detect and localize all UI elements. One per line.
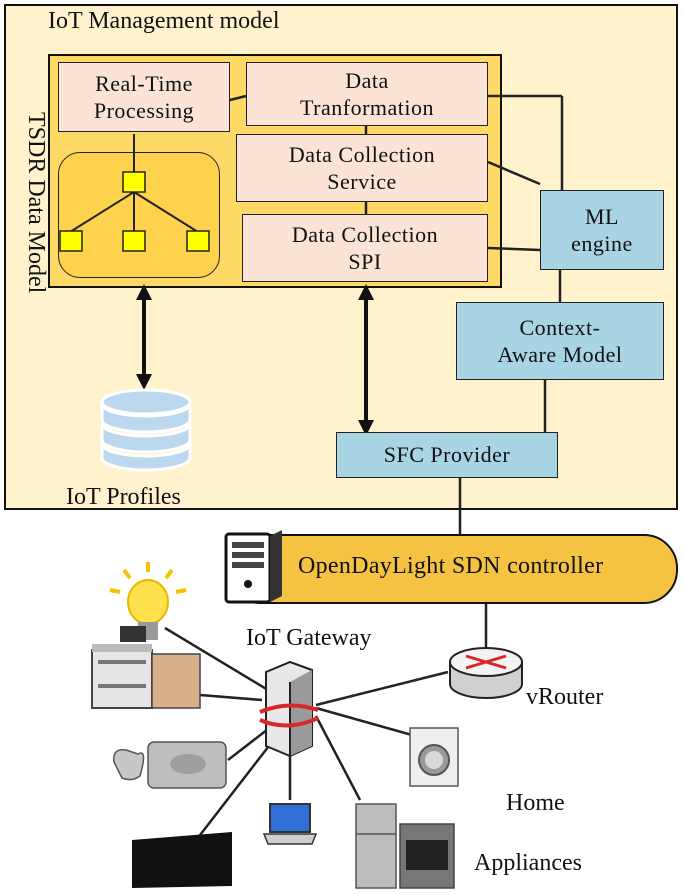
ml-engine-box[interactable]: ML engine	[540, 190, 664, 270]
game-console-icon	[113, 741, 227, 789]
realtime-line1: Real-Time	[95, 70, 193, 96]
sfc-label: SFC Provider	[383, 442, 511, 468]
collection-service-line1: Data Collection	[288, 141, 436, 167]
appliances-label-line1: Home	[506, 790, 565, 816]
laptop-icon	[262, 803, 318, 845]
context-line1: Context-	[519, 314, 601, 340]
gateway-icon[interactable]	[256, 660, 326, 760]
tree-node-left	[59, 230, 83, 252]
ml-line1: ML	[585, 203, 619, 229]
management-title: IoT Management model	[48, 8, 280, 34]
kitchen-stove-icon	[91, 626, 201, 709]
database-icon	[100, 388, 192, 472]
sdn-controller-label: OpenDayLight SDN controller	[298, 553, 604, 579]
data-collection-service-box[interactable]: Data Collection Service	[236, 134, 488, 202]
tree-node-right	[186, 230, 210, 252]
sfc-provider-box[interactable]: SFC Provider	[336, 432, 558, 478]
realtime-line2: Processing	[93, 98, 195, 123]
tv-icon	[132, 832, 232, 888]
appliances-label-line2: Appliances	[474, 850, 582, 876]
server-icon	[224, 530, 282, 604]
collection-spi-line2: SPI	[348, 249, 382, 274]
context-aware-model-box[interactable]: Context- Aware Model	[456, 302, 664, 380]
tree-node-root	[122, 171, 146, 193]
iot-profiles-label: IoT Profiles	[66, 484, 181, 510]
collection-spi-line1: Data Collection	[291, 221, 439, 247]
sdn-controller-bar	[226, 534, 678, 604]
ml-line2: engine	[571, 231, 633, 256]
data-collection-spi-box[interactable]: Data Collection SPI	[242, 214, 488, 282]
washing-machine-icon	[409, 727, 459, 787]
realtime-processing-box[interactable]: Real-Time Processing	[58, 62, 230, 132]
transformation-line1: Data	[345, 67, 389, 93]
router-icon[interactable]	[444, 640, 528, 710]
context-line2: Aware Model	[497, 342, 623, 367]
tree-node-middle	[122, 230, 146, 252]
fridge-and-oven-icon	[355, 803, 455, 889]
vrouter-label: vRouter	[526, 684, 604, 710]
iot-gateway-label: IoT Gateway	[246, 625, 372, 651]
transformation-line2: Tranformation	[299, 95, 434, 120]
tsdr-side-label: TSDR Data Model	[23, 112, 49, 294]
data-transformation-box[interactable]: Data Tranformation	[246, 62, 488, 126]
collection-service-line2: Service	[327, 169, 397, 194]
